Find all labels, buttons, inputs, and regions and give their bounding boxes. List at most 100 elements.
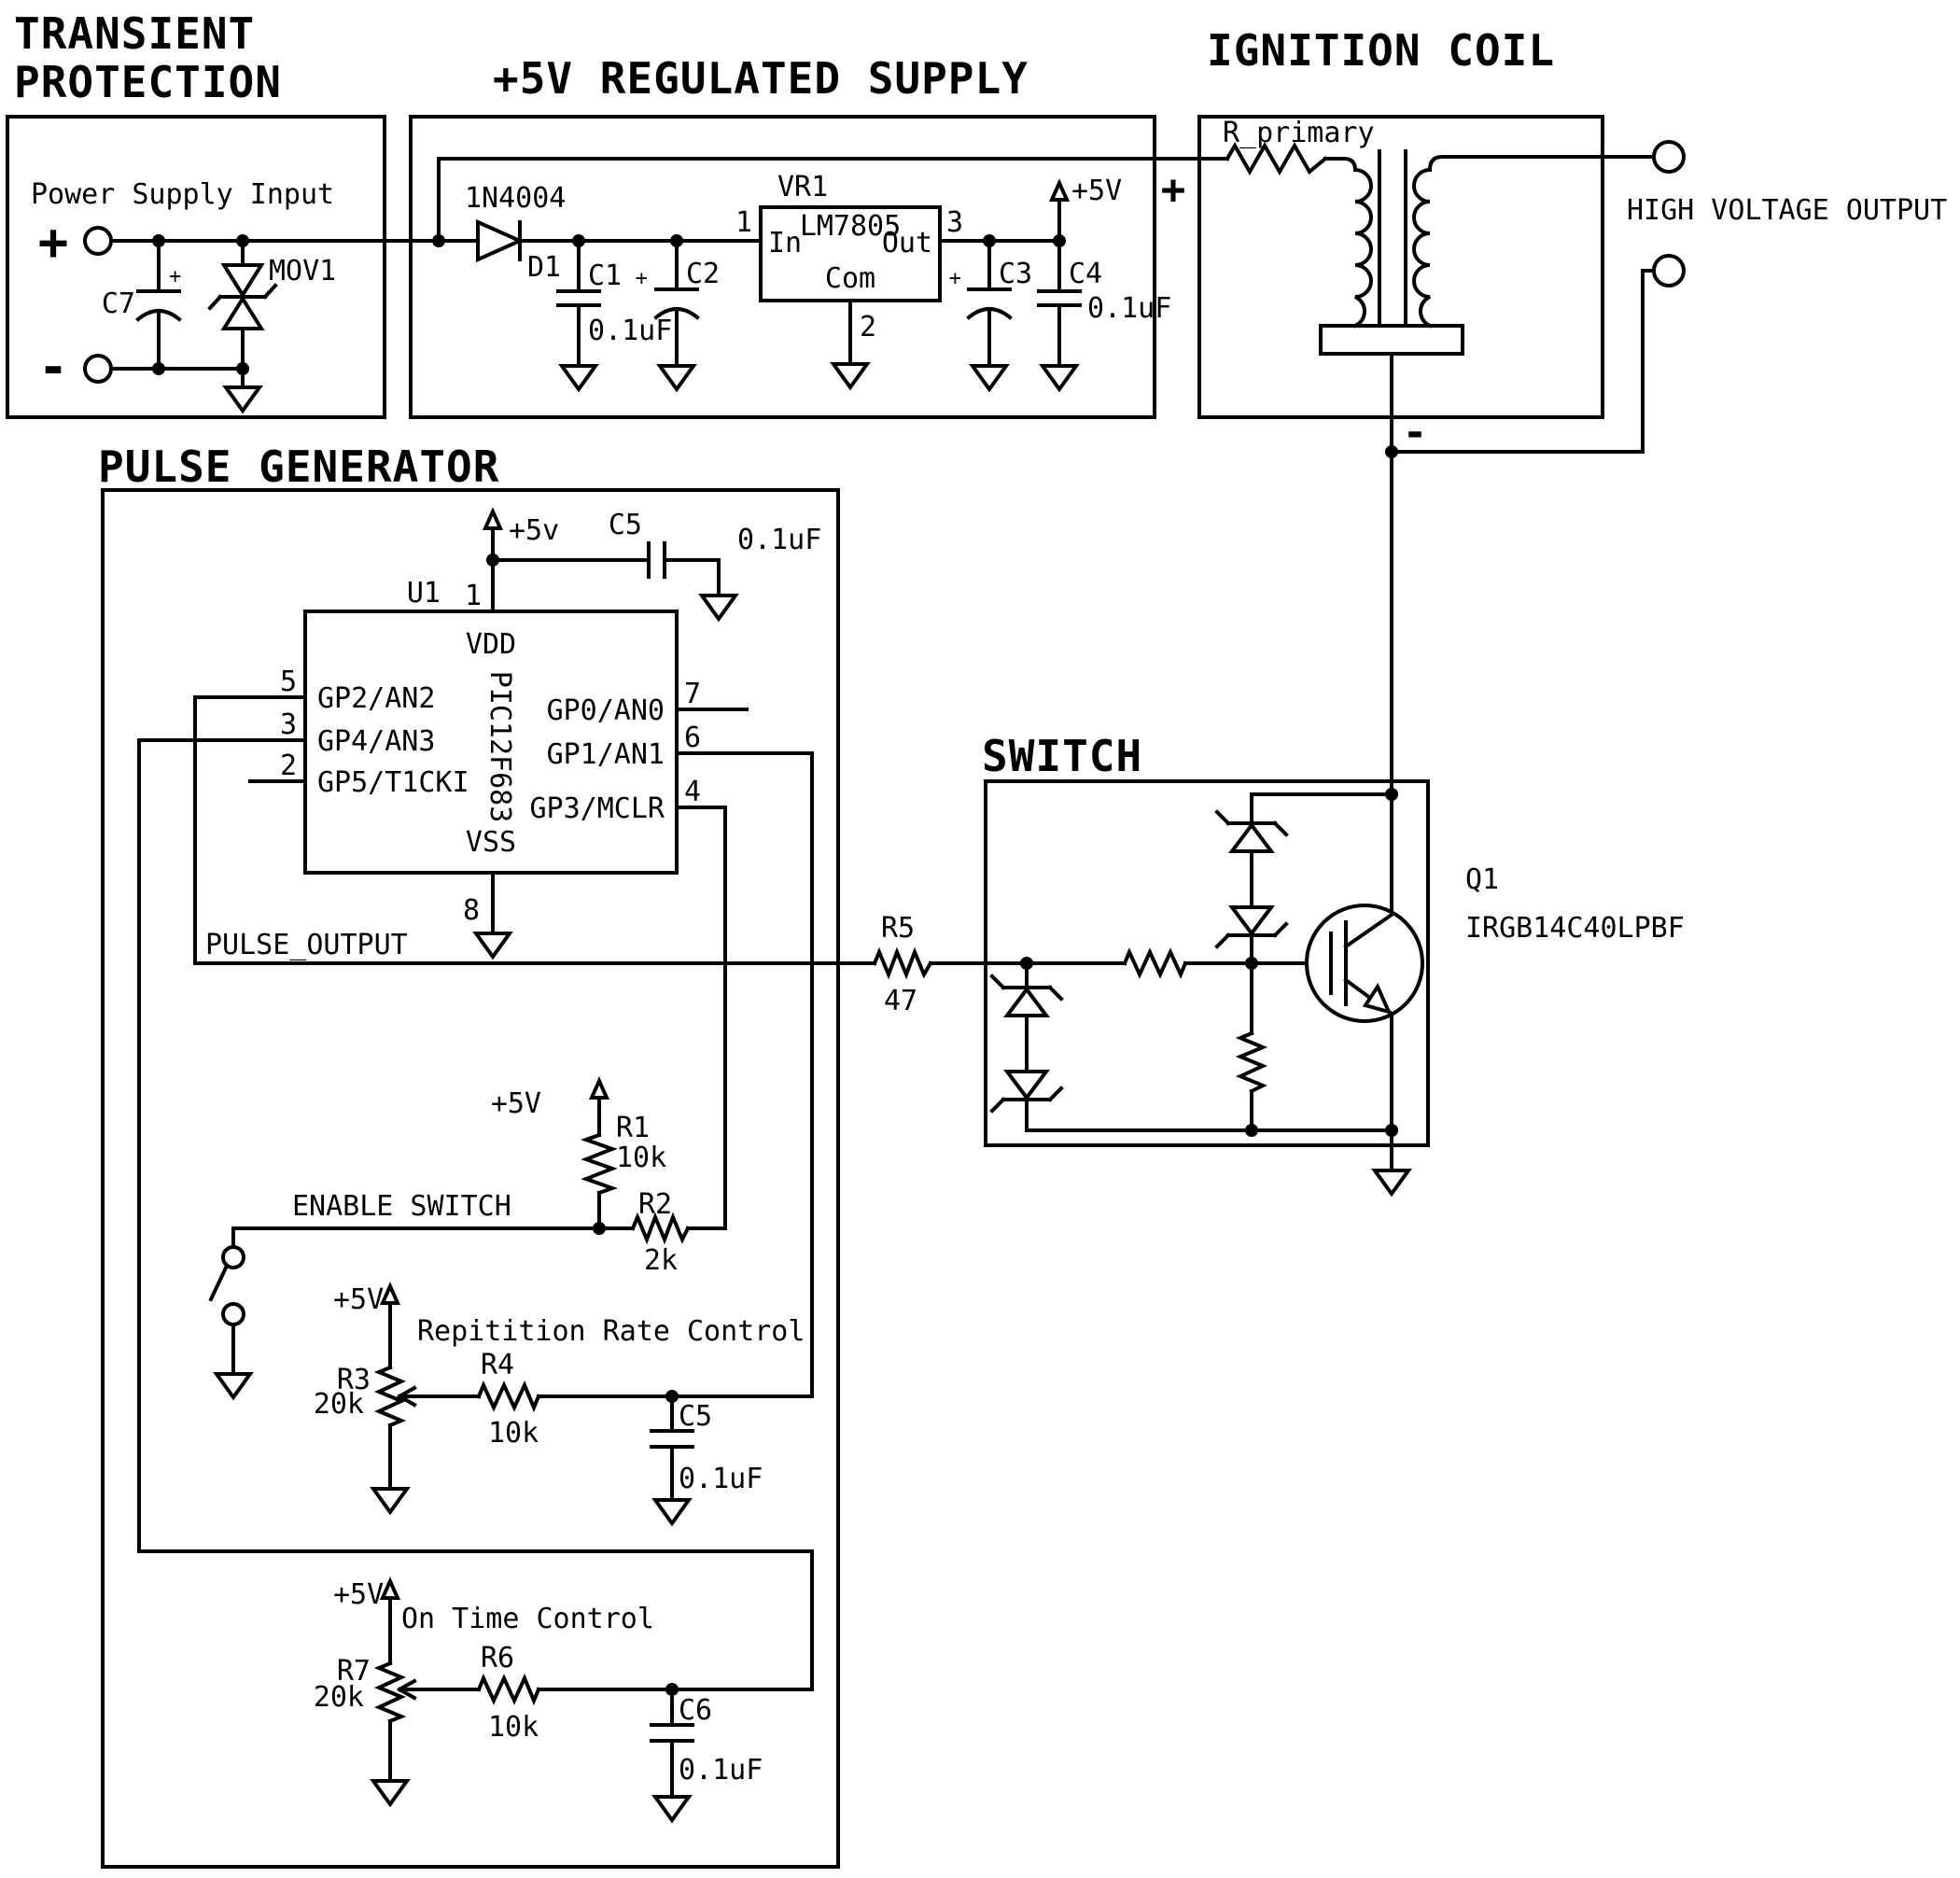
r1-5v-arrow-icon (588, 1076, 610, 1137)
resistor-r4-icon (476, 1380, 541, 1413)
d1-label: D1 (527, 251, 561, 284)
gp1-rep-rate-wire (675, 751, 814, 1398)
d1-part-label: 1N4004 (465, 182, 566, 215)
hv-output-label: HIGH VOLTAGE OUTPUT (1627, 194, 1947, 227)
r5-label: R5 (881, 912, 915, 945)
r7-value: 20k (314, 1681, 364, 1714)
title-coil: IGNITION COIL (1207, 25, 1555, 76)
r7-label: R7 (337, 1655, 371, 1688)
capacitor-c3-icon (966, 239, 1013, 393)
collector-to-zener-wire (1250, 792, 1393, 823)
r7-5v-arrow-icon (379, 1577, 401, 1665)
c4-label: C4 (1069, 258, 1102, 290)
c5-label: C5 (679, 1400, 712, 1433)
u1-gp0-label: GP0/AN0 (547, 694, 665, 727)
title-supply: +5V REGULATED SUPPLY (493, 53, 1029, 104)
enable-toggle-switch-icon[interactable] (208, 1226, 254, 1401)
c5-decoupling-label: C5 (609, 509, 642, 541)
minus-terminal (83, 354, 113, 384)
u1-label: U1 (407, 577, 441, 610)
u1-pin5: 5 (280, 666, 297, 698)
vr1-pin2: 2 (860, 311, 876, 343)
u1-pin8: 8 (463, 894, 480, 927)
gate-resistor-icon (1122, 947, 1188, 979)
c1-label: C1 (588, 259, 622, 292)
pulse-generator-box (101, 488, 840, 1869)
rep-rate-title: Repitition Rate Control (417, 1315, 805, 1348)
capacitor-c6-icon (650, 1688, 694, 1824)
power-supply-input-label: Power Supply Input (31, 178, 334, 211)
capacitor-c2-icon (653, 239, 700, 393)
capacitor-c5-decoupling-icon (491, 541, 739, 623)
c6-value: 0.1uF (679, 1754, 763, 1787)
u1-gp4-label: GP4/AN3 (317, 725, 435, 758)
c2-polarity-icon: + (636, 267, 648, 290)
r3-label: R3 (337, 1364, 371, 1396)
hv-return-wire (1390, 269, 1656, 454)
q1-part-label: IRGB14C40LPBF (1465, 912, 1685, 945)
r1-rail-label: +5V (491, 1087, 541, 1120)
resistor-r2-icon (630, 1212, 691, 1245)
c3-label: C3 (999, 258, 1032, 290)
u1-pin1: 1 (465, 580, 482, 612)
r-primary-label: R_primary (1223, 117, 1375, 149)
r3-5v-arrow-icon (379, 1282, 401, 1369)
plus5v-arrow-icon (1048, 178, 1071, 243)
coil-minus-label: - (1403, 409, 1428, 456)
r1-label: R1 (616, 1112, 650, 1144)
u1-gp3-label: GP3/MCLR (530, 792, 665, 825)
u1-pin6: 6 (684, 722, 701, 754)
potentiometer-r3-icon[interactable] (370, 1365, 481, 1516)
vdd-rail-label: +5v (509, 514, 559, 547)
vr1-part-label: LM7805 (800, 210, 901, 243)
u1-part-label: PIC12F683 (483, 671, 516, 823)
c7-polarity-icon: + (169, 265, 181, 288)
vr1-com-label: Com (825, 262, 875, 295)
c6-label: C6 (679, 1694, 712, 1727)
gp3-r2-wire (675, 806, 727, 1230)
on-time-title: On Time Control (401, 1603, 654, 1635)
c5-decoupling-value: 0.1uF (737, 524, 821, 556)
r5-value: 47 (884, 985, 917, 1017)
coil-plus-label: + (1161, 166, 1186, 214)
u1-pin2: 2 (280, 750, 297, 782)
plus-terminal (83, 226, 113, 256)
r2-label: R2 (638, 1188, 672, 1221)
capacitor-c5-icon (650, 1394, 694, 1527)
r4-label: R4 (481, 1349, 514, 1381)
ot-rail-label: +5V (333, 1578, 384, 1611)
vr1-pin3: 3 (946, 206, 963, 239)
r2-value: 2k (644, 1244, 678, 1277)
minus-terminal-label: - (38, 338, 69, 397)
c1-value: 0.1uF (588, 315, 672, 347)
vdd-5v-arrow-icon (482, 507, 504, 562)
title-switch: SWITCH (982, 731, 1142, 781)
resistor-r6-icon (476, 1674, 541, 1706)
resistor-r5-icon (872, 946, 933, 980)
title-transient-2: PROTECTION (14, 57, 282, 107)
rep-rail-label: +5V (333, 1283, 384, 1316)
vr1-in-label: In (768, 227, 802, 259)
pulse-output-label: PULSE_OUTPUT (205, 929, 408, 961)
potentiometer-r7-icon[interactable] (370, 1661, 481, 1808)
c5-value: 0.1uF (679, 1463, 763, 1495)
zener-clamp-gate-icon (989, 961, 1064, 1132)
igbt-q1-icon (1305, 904, 1424, 1132)
vss-ground-icon (472, 871, 513, 960)
zener-clamp-top-icon (1214, 809, 1289, 965)
ground-icon (222, 367, 263, 414)
capacitor-c7 (135, 239, 182, 371)
emitter-ground-icon (1371, 1128, 1412, 1198)
c4-value: 0.1uF (1087, 292, 1171, 325)
supply-5v-rail-label: +5V (1071, 175, 1122, 207)
mov1-label: MOV1 (269, 255, 336, 287)
capacitor-c4-icon (1037, 239, 1082, 393)
plus-terminal-label: + (38, 213, 69, 272)
u1-gp5-label: GP5/T1CKI (317, 766, 469, 799)
varistor-mov1-icon (207, 239, 278, 371)
r4-value: 10k (488, 1417, 539, 1450)
c3-polarity-icon: + (949, 267, 961, 290)
gp2-pulse-output-wire (193, 695, 876, 965)
title-transient-1: TRANSIENT (14, 8, 255, 59)
